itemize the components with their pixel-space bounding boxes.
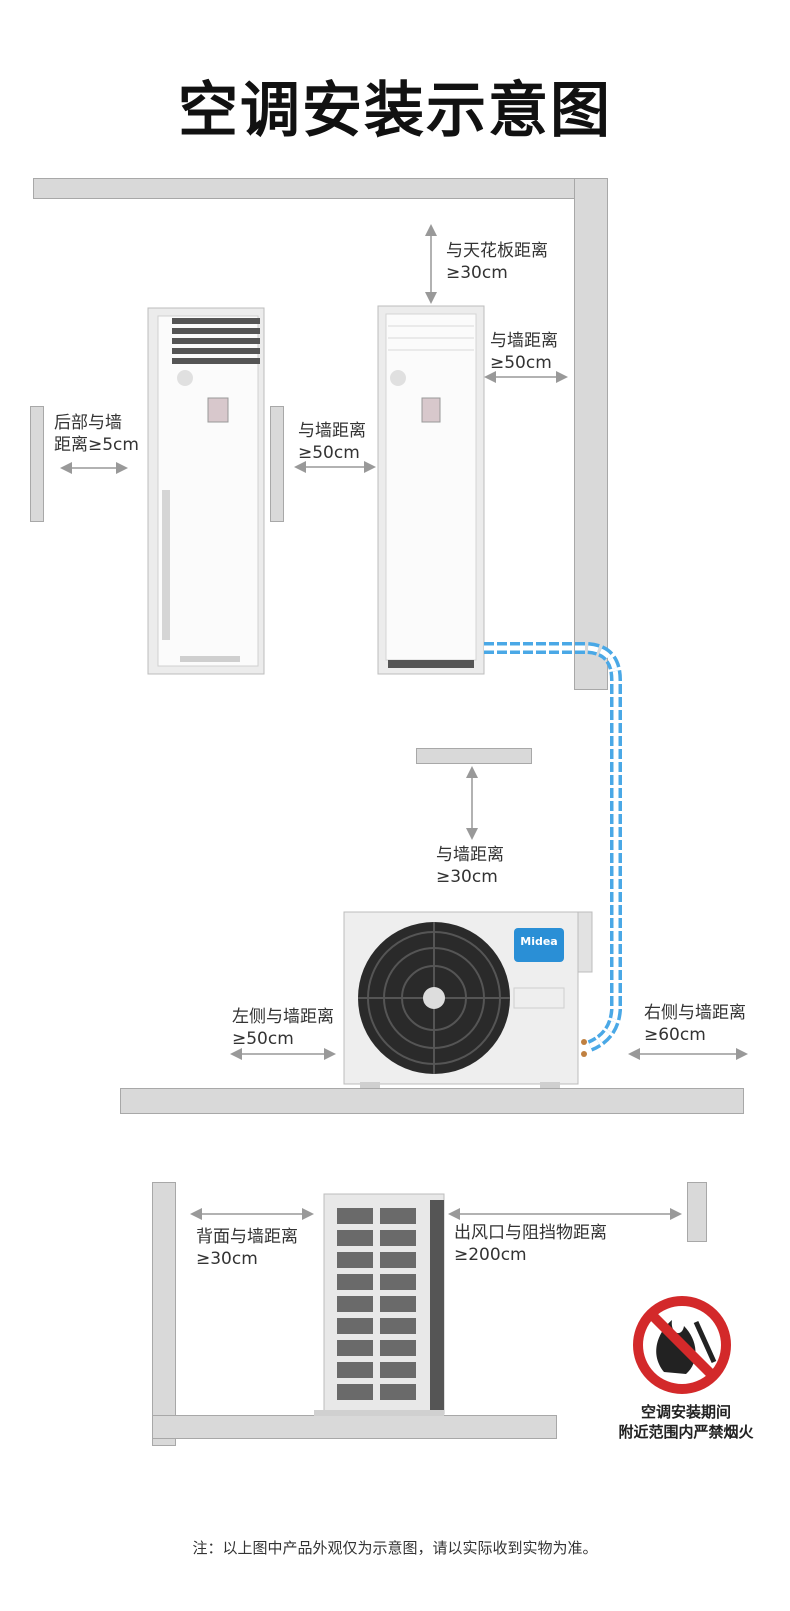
back-wall-left [30, 406, 44, 522]
outdoor-overhang [416, 748, 532, 764]
back-wall-middle [270, 406, 284, 522]
air-louvers [172, 318, 260, 364]
outdoor-unit-front [343, 911, 593, 1088]
outdoor-left-distance-label: 左侧与墙距离 ≥50cm [232, 1007, 334, 1049]
outdoor-floor [120, 1088, 744, 1114]
fire-warning-text: 空调安装期间 附近范围内严禁烟火 [618, 1403, 754, 1441]
no-fire-icon [633, 1296, 731, 1394]
side-view-obstacle [687, 1182, 707, 1242]
page-title: 空调安装示意图 [178, 76, 612, 146]
outdoor-unit-side [314, 1193, 445, 1416]
ceiling-distance-label: 与天花板距离 ≥30cm [446, 241, 548, 283]
outlet-distance-label: 出风口与阻挡物距离 ≥200cm [454, 1223, 607, 1265]
right-wall-distance-label: 与墙距离 ≥50cm [490, 331, 558, 373]
side-grille [337, 1208, 416, 1400]
indoor-unit-left [147, 307, 265, 675]
outdoor-top-distance-label: 与墙距离 ≥30cm [436, 845, 504, 887]
outdoor-right-distance-label: 右侧与墙距离 ≥60cm [644, 1003, 746, 1045]
refrigerant-pipe [484, 642, 622, 1052]
distance-arrows [60, 224, 748, 1220]
side-view-back-wall [152, 1182, 176, 1446]
rear-distance-label: 背面与墙距离 ≥30cm [196, 1227, 298, 1269]
middle-distance-label: 与墙距离 ≥50cm [298, 421, 366, 463]
side-view-floor [152, 1415, 557, 1439]
brand-logo: Midea [520, 935, 558, 948]
back-distance-label: 后部与墙 距离≥5cm [54, 413, 139, 455]
right-room-wall [574, 178, 608, 690]
footnote: 注：以上图中产品外观仅为示意图，请以实际收到实物为准。 [192, 1539, 598, 1557]
indoor-unit-right [377, 305, 485, 675]
